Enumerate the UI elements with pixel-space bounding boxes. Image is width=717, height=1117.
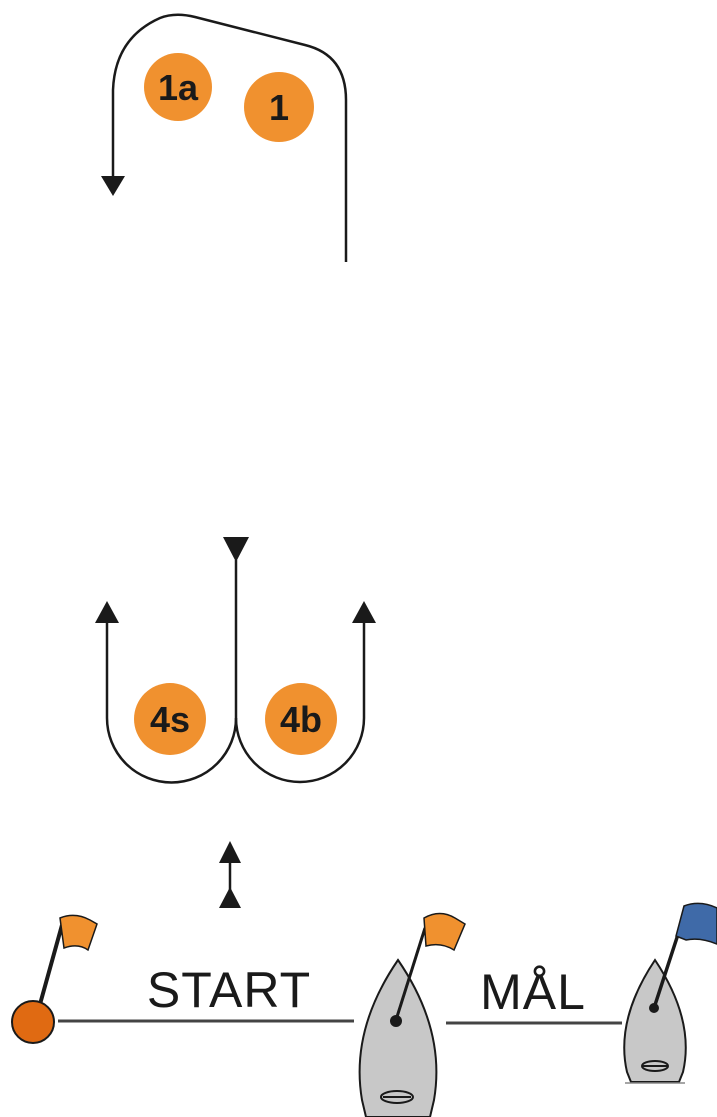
start-pin-buoy	[11, 914, 98, 1044]
arrowhead-up-right-icon	[352, 601, 376, 623]
mark-1: 1	[244, 72, 314, 142]
start-label: START	[147, 962, 311, 1018]
gate-left-loop	[105, 620, 238, 784]
committee-boat	[358, 912, 466, 1117]
mark-4s: 4s	[134, 683, 206, 755]
arrowhead-up-left-icon	[95, 601, 119, 623]
mark-4b-label: 4b	[280, 699, 322, 740]
finish-boat	[623, 902, 717, 1084]
arrowhead-down-center-icon	[223, 537, 249, 562]
mark-1-label: 1	[269, 87, 289, 128]
mark-1a: 1a	[144, 53, 212, 121]
finish-label: MÅL	[480, 964, 586, 1020]
mark-4b: 4b	[265, 683, 337, 755]
mark-4s-label: 4s	[150, 699, 190, 740]
top-rounding-path	[111, 13, 348, 262]
start-direction-arrow	[219, 841, 241, 908]
arrowhead-down-left-icon	[101, 176, 125, 196]
gate-right-loop	[234, 620, 366, 784]
mark-1a-label: 1a	[158, 67, 199, 108]
